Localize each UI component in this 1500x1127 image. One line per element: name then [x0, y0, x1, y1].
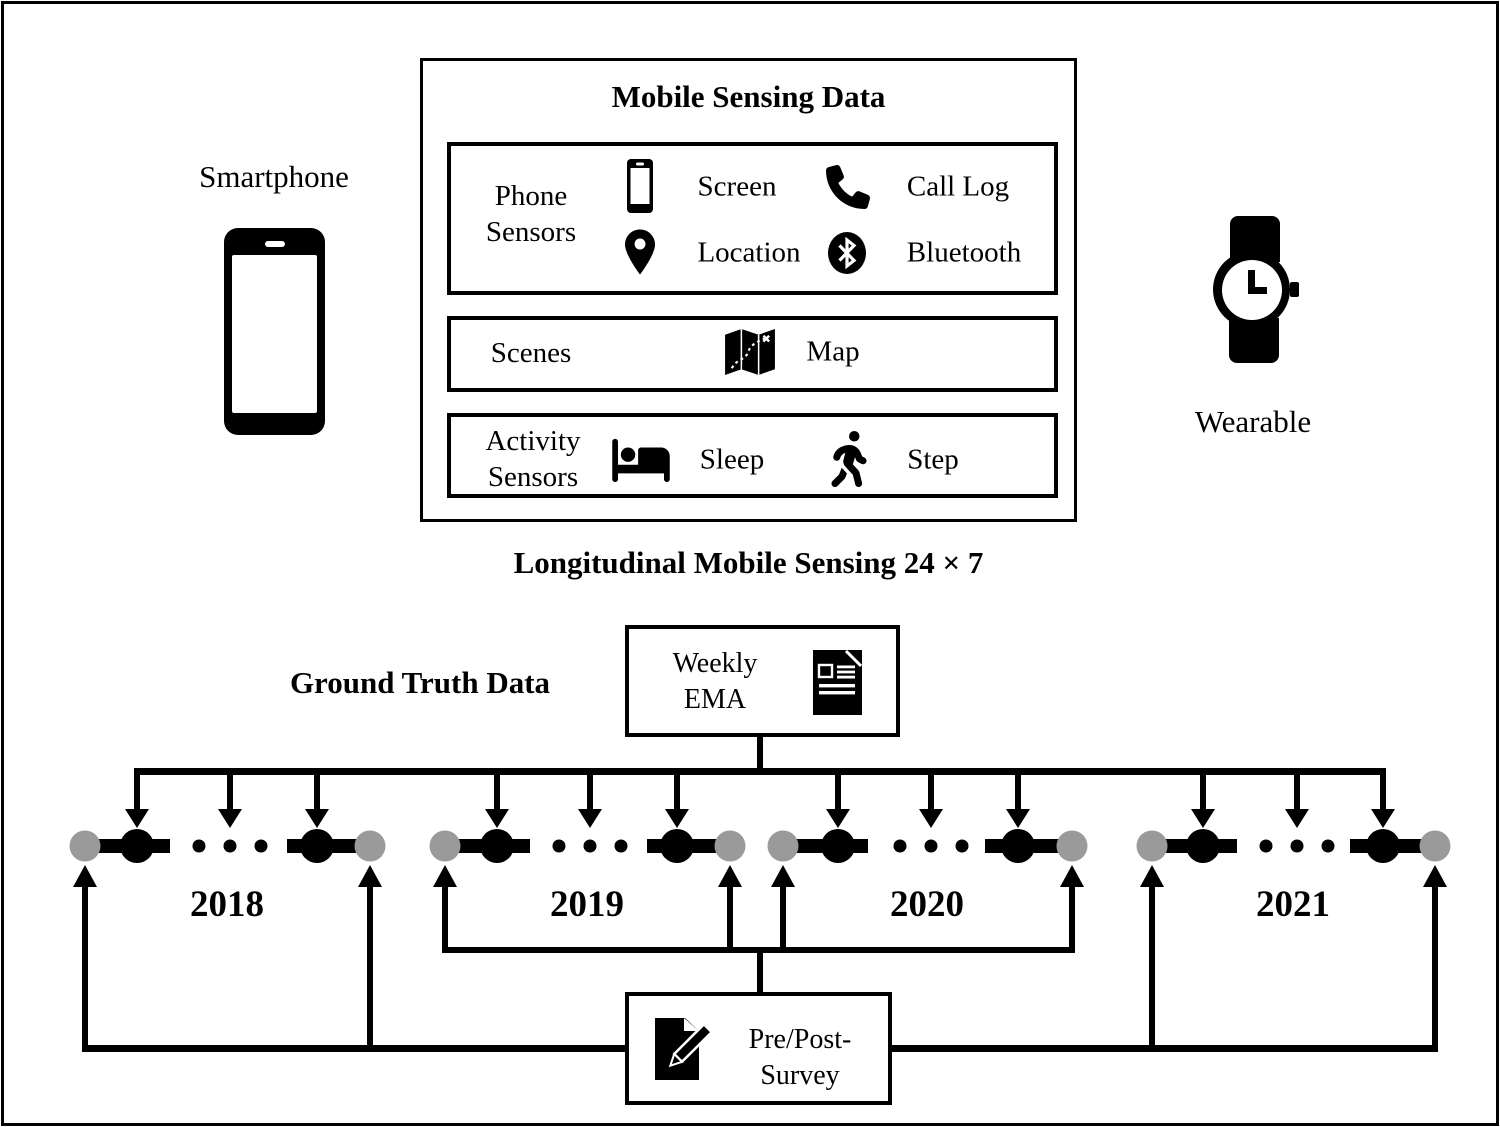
year-labels: 2018 2019 2020 2021 [190, 884, 1330, 925]
smartphone-screen [232, 255, 317, 413]
bed-icon [612, 436, 670, 482]
watch-icon [1213, 214, 1313, 364]
wearable-label: Wearable [1194, 404, 1312, 439]
survey-up-arrows [73, 865, 1447, 1052]
year-label-2019: 2019 [550, 884, 624, 925]
watch-hand-minute [1248, 270, 1255, 294]
weekly-ema-label: Weekly EMA [672, 648, 758, 715]
timeline-endpoint-dots [69, 830, 1451, 862]
map-label: Map [806, 335, 860, 368]
survey-pencil-icon [655, 1018, 715, 1082]
phone-sensors-label: Phone Sensors [485, 180, 577, 248]
mobile-sensing-title: Mobile Sensing Data [611, 79, 886, 114]
ema-document-icon [813, 650, 862, 715]
survey-label: Pre/Post- Survey [748, 1024, 852, 1091]
call-handset-icon [826, 165, 870, 209]
step-label: Step [907, 443, 959, 476]
phone-screen-icon [627, 159, 653, 213]
sleep-label: Sleep [699, 443, 765, 476]
timeline-diagram: 2018 2019 2020 2021 [69, 734, 1451, 1052]
location-label: Location [697, 236, 801, 269]
ground-truth-heading: Ground Truth Data [289, 665, 551, 700]
call-log-label: Call Log [906, 170, 1010, 203]
smartphone-speaker [265, 241, 285, 247]
map-icon [725, 329, 775, 375]
watch-crown [1290, 282, 1299, 297]
survey-box: Pre/Post- Survey [625, 992, 892, 1105]
scenes-box: Scenes Map [447, 316, 1058, 392]
activity-sensors-box: Activity Sensors Sleep Step [447, 413, 1058, 498]
smartphone-label: Smartphone [199, 159, 349, 194]
year-label-2020: 2020 [890, 884, 964, 925]
year-label-2021: 2021 [1256, 884, 1330, 925]
smartphone-icon [224, 228, 325, 435]
timeline-bars [85, 839, 1435, 853]
ema-rail [134, 734, 1386, 775]
weekly-ema-box: Weekly EMA [625, 625, 900, 737]
timeline-week-dots [120, 829, 1400, 863]
activity-sensors-label: Activity Sensors [485, 425, 581, 493]
year-label-2018: 2018 [190, 884, 264, 925]
bluetooth-icon [826, 232, 868, 274]
watch-hand-hour [1248, 287, 1267, 294]
scenes-label: Scenes [490, 337, 572, 369]
screen-label: Screen [697, 170, 777, 203]
timeline-ellipsis-dots [192, 839, 1335, 853]
bluetooth-label: Bluetooth [906, 236, 1022, 269]
longitudinal-caption: Longitudinal Mobile Sensing 24 × 7 [513, 545, 984, 580]
phone-sensors-box: Phone Sensors Screen Call Log Location B… [447, 142, 1058, 295]
location-pin-icon [625, 229, 655, 275]
walking-person-icon [831, 431, 867, 487]
ema-down-arrows [125, 773, 1395, 828]
